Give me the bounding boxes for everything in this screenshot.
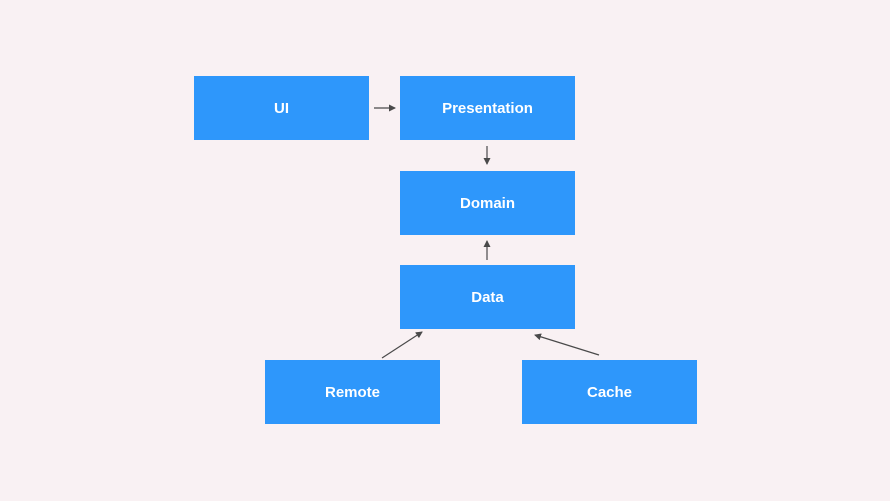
node-cache-label: Cache bbox=[586, 383, 633, 401]
node-remote-label: Remote bbox=[324, 383, 380, 401]
edge-remote-to-data bbox=[381, 331, 423, 359]
node-domain-label: Domain bbox=[459, 194, 515, 212]
node-presentation: Presentation bbox=[400, 76, 575, 140]
node-ui: UI bbox=[194, 76, 369, 140]
edge-cache-to-data bbox=[534, 333, 600, 356]
node-presentation-label: Presentation bbox=[442, 99, 533, 117]
node-domain: Domain bbox=[400, 171, 575, 235]
node-data-label: Data bbox=[471, 288, 504, 306]
node-data: Data bbox=[400, 265, 575, 329]
node-ui-label: UI bbox=[274, 99, 289, 117]
node-cache: Cache bbox=[522, 360, 697, 424]
node-remote: Remote bbox=[265, 360, 440, 424]
